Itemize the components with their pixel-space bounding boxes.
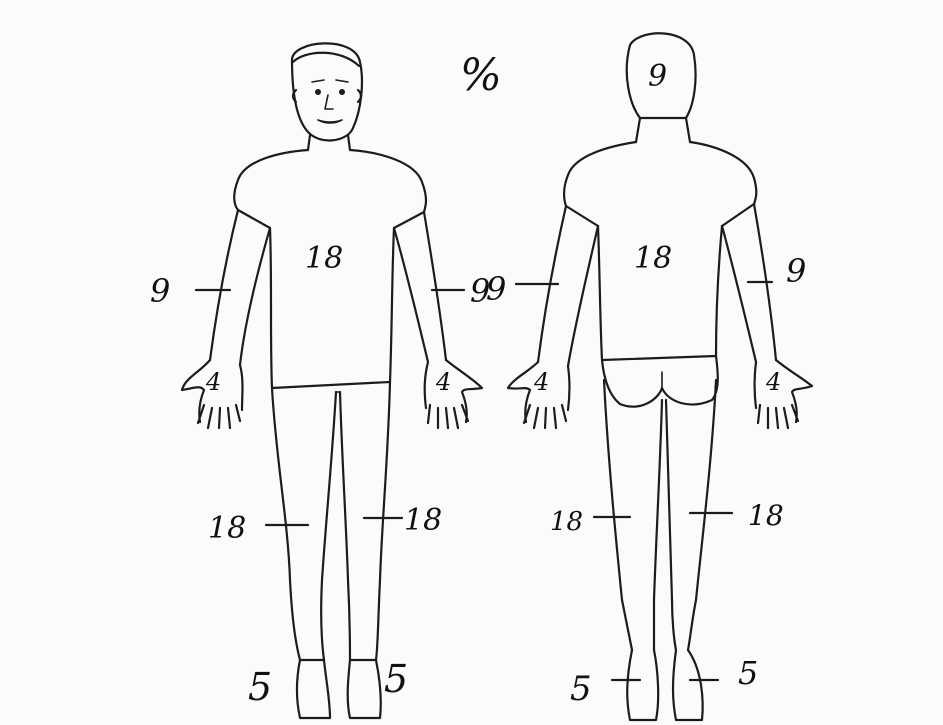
- front-leg-right: [340, 382, 390, 660]
- front-hand-right: [425, 360, 482, 428]
- back-arm-left-label: 9: [486, 270, 506, 308]
- back-hand-right-label: 4: [765, 368, 781, 396]
- front-eye-left: [315, 89, 321, 95]
- front-foot-right-label: 5: [384, 657, 408, 701]
- back-leg-left: [604, 380, 662, 650]
- back-leg-right: [666, 380, 716, 650]
- front-hand-right-label: 4: [435, 368, 451, 396]
- back-leg-left-label: 18: [550, 507, 583, 537]
- percent-symbol: %: [460, 50, 502, 101]
- back-foot-right: [673, 650, 703, 720]
- front-foot-right: [348, 660, 381, 718]
- front-foot-left: [297, 660, 330, 718]
- back-arm-left: [538, 206, 598, 366]
- back-torso-label: 18: [634, 241, 672, 276]
- front-torso: [234, 150, 426, 212]
- labels: % 18 9 9 4 4 18 18 5 5 9 18 9 9 4 4 18 1…: [150, 50, 806, 709]
- front-chest-label: 18: [305, 241, 343, 276]
- back-hand-right: [755, 360, 813, 428]
- front-arm-left-label: 9: [150, 272, 170, 310]
- front-foot-left-label: 5: [248, 665, 272, 709]
- front-hand-left-label: 4: [205, 368, 221, 396]
- front-leg-right-label: 18: [404, 503, 442, 538]
- back-torso: [564, 142, 756, 206]
- back-foot-left: [627, 650, 658, 720]
- front-arm-left: [210, 210, 270, 365]
- front-eye-right: [339, 89, 345, 95]
- back-leg-right-label: 18: [748, 499, 784, 532]
- front-hair: [293, 53, 359, 66]
- front-leg-left-label: 18: [208, 511, 246, 546]
- back-head-label: 9: [648, 59, 667, 94]
- back-hand-left-label: 4: [533, 368, 549, 396]
- front-arm-right: [394, 212, 446, 362]
- back-foot-left-label: 5: [570, 669, 592, 709]
- back-buttocks: [602, 356, 718, 407]
- back-foot-right-label: 5: [738, 654, 758, 692]
- front-head: [292, 43, 362, 140]
- back-arm-right-label: 9: [786, 252, 806, 290]
